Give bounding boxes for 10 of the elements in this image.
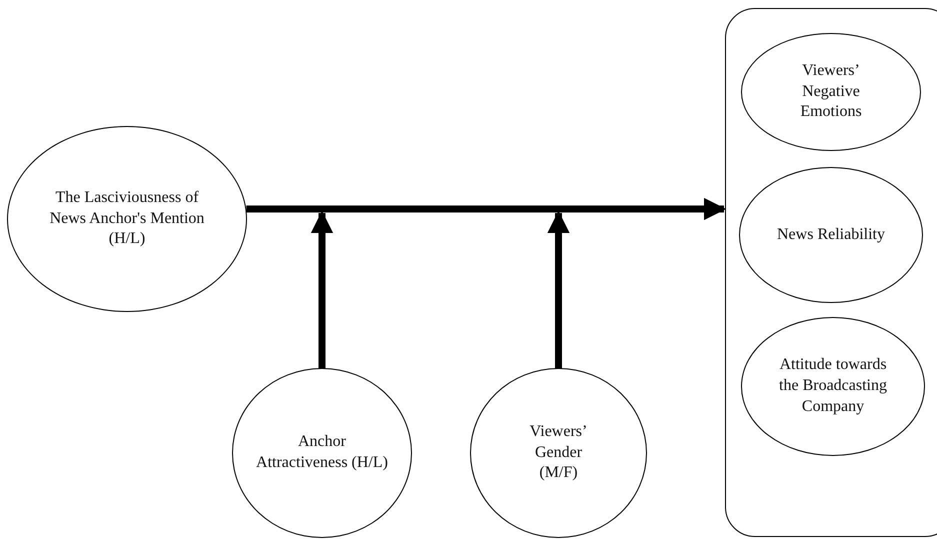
arrow [547,210,570,369]
node-label: News Reliability [777,224,885,245]
arrow [246,198,726,220]
outcome-group-box [725,8,937,537]
node-label: Viewers’ Gender (M/F) [528,422,588,484]
node-label: Viewers’ Negative Emotions [799,60,863,122]
node-label: The Lasciviousness of News Anchor's Mention (H/L) [48,188,206,250]
node-label: Anchor Attractiveness (H/L) [255,432,389,473]
arrow [310,210,334,369]
node-label: Attitude towards the Broadcasting Company [778,355,888,417]
